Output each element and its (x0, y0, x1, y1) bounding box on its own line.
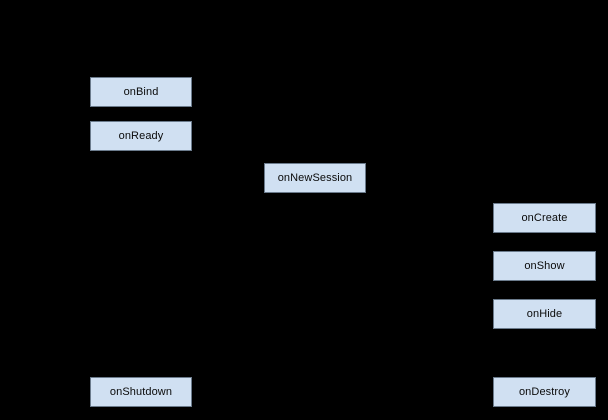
node-label: onHide (526, 307, 563, 320)
node-label: onShutdown (109, 385, 173, 398)
node-label: onNewSession (277, 171, 353, 184)
node-on-destroy[interactable]: onDestroy (493, 377, 596, 407)
node-label: onShow (524, 259, 565, 272)
node-on-hide[interactable]: onHide (493, 299, 596, 329)
node-label: onBind (123, 85, 159, 98)
node-label: onCreate (521, 211, 568, 224)
node-on-shutdown[interactable]: onShutdown (90, 377, 192, 407)
node-on-create[interactable]: onCreate (493, 203, 596, 233)
node-on-new-session[interactable]: onNewSession (264, 163, 366, 193)
node-label: onDestroy (518, 385, 571, 398)
node-label: onReady (118, 129, 164, 142)
node-on-show[interactable]: onShow (493, 251, 596, 281)
node-on-ready[interactable]: onReady (90, 121, 192, 151)
node-on-bind[interactable]: onBind (90, 77, 192, 107)
